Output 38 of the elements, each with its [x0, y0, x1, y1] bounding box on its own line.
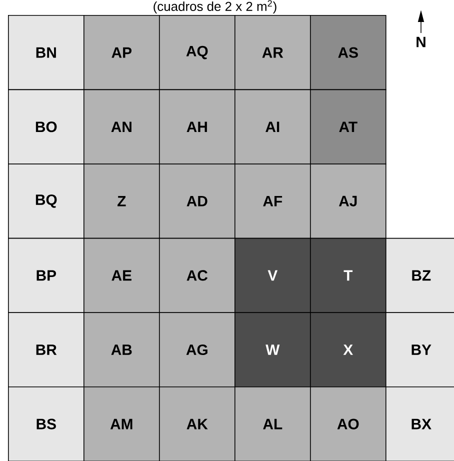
grid-cell: AF: [234, 164, 311, 239]
grid-cell: V: [234, 238, 311, 313]
grid-cell: Z: [84, 164, 160, 239]
north-label: N: [416, 36, 426, 48]
grid-cell: AP: [84, 15, 160, 90]
grid-cell: AS: [310, 15, 386, 90]
grid-cell: BS: [8, 386, 84, 461]
grid-cell: W: [234, 312, 311, 388]
node-label: BY: [412, 344, 432, 355]
grid-cell: BY: [386, 312, 454, 388]
grid-cell: BP: [8, 238, 84, 313]
grid-cell: BQ: [8, 164, 84, 239]
grid-cell: AI: [234, 89, 311, 164]
grid-cell: AH: [159, 89, 236, 164]
grid-cell: AJ: [310, 164, 386, 239]
grid-cell: BN: [8, 15, 84, 90]
grid-cell: BX: [386, 386, 454, 461]
grid-cell: AC: [159, 238, 236, 313]
grid-cell: BR: [8, 312, 84, 388]
grid-cell: AK: [159, 386, 236, 461]
grid-cell: AD: [159, 164, 236, 239]
grid-cell: AN: [84, 89, 160, 164]
heading: (cuadros de 2 x 2 m$^{2}$): [154, 0, 276, 14]
grid-cell: AB: [84, 312, 160, 388]
grid-cell: AL: [234, 386, 311, 461]
grid-cell: AE: [84, 238, 160, 313]
node-label: AK: [186, 418, 208, 430]
grid-cell: AQ: [159, 15, 236, 90]
node-label: BZ: [412, 270, 431, 281]
grid-cell: T: [310, 238, 386, 313]
grid-cell: AG: [159, 312, 236, 388]
grid-cell: BZ: [386, 238, 454, 313]
grid-cell: X: [310, 312, 386, 388]
grid-cell: AO: [310, 386, 386, 461]
grid-cell: AT: [310, 89, 386, 164]
grid-cell: BO: [8, 89, 84, 164]
grid-cell: AM: [84, 386, 160, 461]
grid-cell: AR: [234, 15, 311, 90]
